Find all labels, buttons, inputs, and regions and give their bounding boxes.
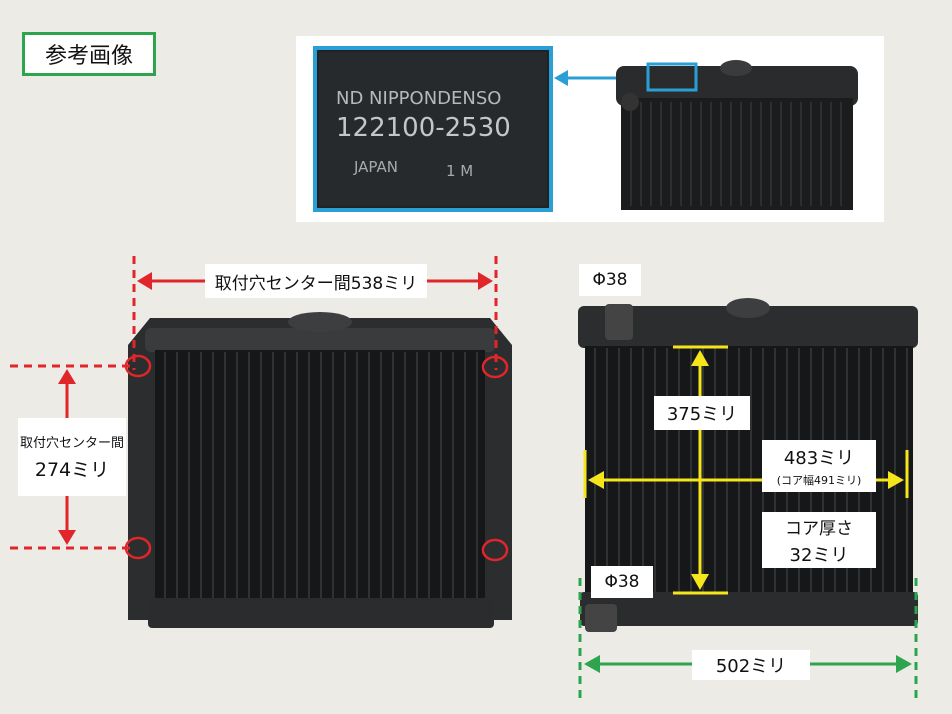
- mounting-hole-markers: [124, 354, 509, 562]
- inlet-diameter-label: Φ38: [579, 264, 641, 296]
- nameplate-origin: JAPAN: [353, 158, 398, 176]
- mount-height-label: 取付穴センター間 274ミリ: [18, 418, 126, 496]
- nameplate-highlight-box: [646, 62, 698, 92]
- reference-image-label: 参考画像: [22, 32, 156, 76]
- nameplate-brand: ND NIPPONDENSO: [336, 88, 501, 109]
- pointer-arrow-head: [554, 70, 568, 86]
- core-thickness-label: コア厚さ 32ミリ: [762, 512, 876, 568]
- core-width-label: 483ミリ (コア幅491ミリ): [762, 440, 876, 492]
- overall-width-label: 502ミリ: [692, 650, 810, 680]
- right-radiator-photo: [578, 298, 918, 632]
- nameplate-texture: [319, 52, 547, 206]
- core-thickness-value: 32ミリ: [789, 544, 849, 566]
- core-width-value: 483ミリ: [783, 448, 855, 469]
- small-radiator-photo: [616, 60, 858, 210]
- core-width-note: (コア幅491ミリ): [776, 474, 862, 487]
- mount-height-label-line2: 274ミリ: [34, 459, 110, 481]
- core-height-label: 375ミリ: [654, 396, 750, 430]
- nameplate-part-number: 122100-2530: [336, 113, 511, 143]
- left-radiator-photo: [128, 312, 512, 628]
- core-thickness-title: コア厚さ: [785, 518, 853, 539]
- nameplate-code: 1 M: [446, 162, 473, 180]
- yellow-arrowheads: [588, 350, 904, 590]
- mounting-hole-top-left: [124, 354, 152, 378]
- mounting-hole-top-right: [481, 355, 509, 379]
- mount-height-label-line1: 取付穴センター間: [19, 436, 124, 451]
- outlet-diameter-label: Φ38: [591, 566, 653, 598]
- mounting-hole-bottom-left: [124, 536, 152, 560]
- reference-panel-graphics: ND NIPPONDENSO 122100-2530 JAPAN 1 M: [313, 46, 858, 212]
- green-arrowheads: [584, 655, 912, 673]
- left-arrowheads: [58, 272, 493, 545]
- mounting-hole-bottom-right: [481, 538, 509, 562]
- mount-width-label: 取付穴センター間538ミリ: [205, 264, 427, 298]
- reference-panel: ND NIPPONDENSO 122100-2530 JAPAN 1 M: [296, 36, 884, 222]
